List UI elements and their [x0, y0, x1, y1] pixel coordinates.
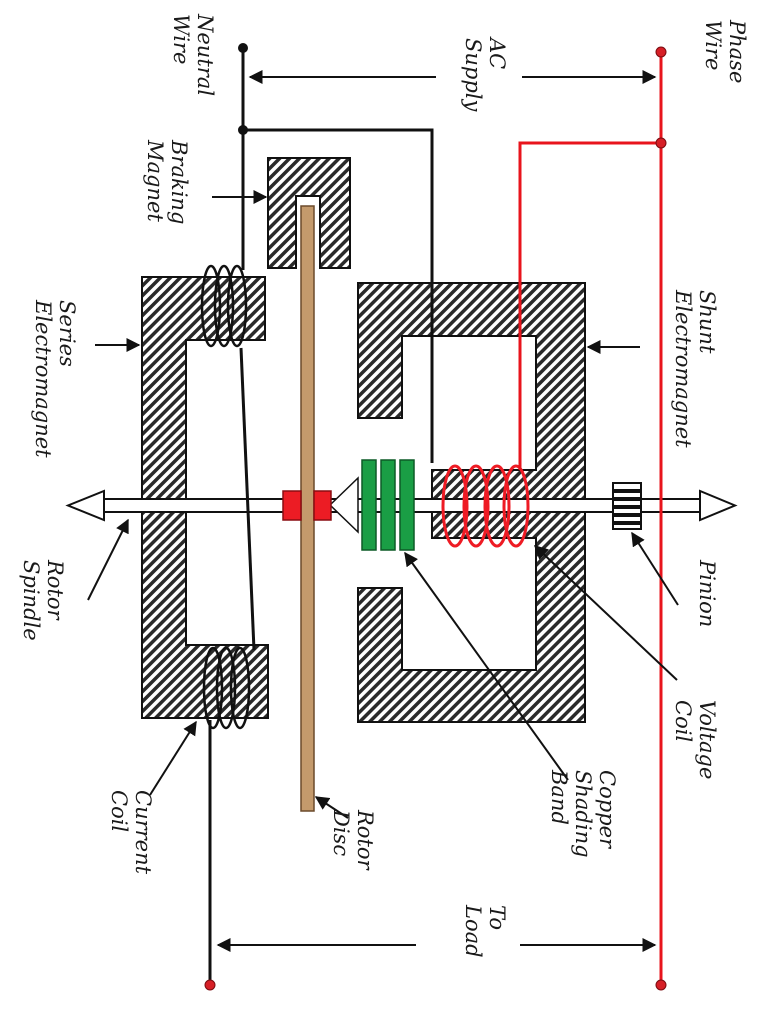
label-ac-supply: ACSupply: [461, 36, 509, 113]
terminals: [204, 43, 667, 991]
label-braking-magnet-text: BrakingMagnet: [143, 139, 191, 224]
label-current-coil-text: CurrentCoil: [107, 790, 155, 875]
label-neutral-wire: NeutralWire: [169, 13, 217, 96]
label-phase-wire: PhaseWire: [701, 19, 749, 83]
current-coil-top: [200, 264, 248, 348]
label-phase-wire-text: PhaseWire: [701, 19, 749, 83]
label-current-coil: CurrentCoil: [107, 790, 155, 875]
neutral-wire: [208, 48, 434, 985]
rotor-disc: [300, 205, 315, 812]
label-shunt-electromagnet-text: ShuntElectromagnet: [671, 289, 719, 448]
label-ac-supply-text: ACSupply: [461, 36, 509, 113]
label-copper-shading-band: CopperShadingBand: [547, 769, 619, 858]
label-rotor-spindle: RotorSpindle: [19, 559, 67, 641]
label-voltage-coil-text: VoltageCoil: [671, 700, 719, 779]
label-neutral-wire-text: NeutralWire: [169, 13, 217, 96]
series-electromagnet-core: [141, 276, 269, 719]
label-copper-shading-band-text: CopperShadingBand: [547, 769, 619, 858]
braking-magnet: [267, 157, 351, 269]
copper-shading-band: [361, 459, 415, 551]
label-series-electromagnet: SeriesElectromagnet: [31, 299, 79, 458]
label-shunt-electromagnet: ShuntElectromagnet: [671, 289, 719, 448]
label-to-load-text: ToLoad: [461, 904, 509, 958]
label-braking-magnet: BrakingMagnet: [143, 139, 191, 224]
current-coil-bottom: [202, 646, 251, 730]
phase-wire: [518, 52, 663, 985]
voltage-coil: [441, 464, 530, 548]
rotor-hub: [282, 490, 332, 521]
label-pinion-text: Pinion: [695, 559, 719, 627]
label-series-electromagnet-text: SeriesElectromagnet: [31, 299, 79, 458]
label-rotor-disc-text: RotorDisc: [329, 809, 377, 872]
label-rotor-disc: RotorDisc: [329, 809, 377, 872]
pinion: [612, 482, 642, 530]
spindle-tip: [328, 476, 359, 534]
label-voltage-coil: VoltageCoil: [671, 700, 719, 779]
label-pinion: Pinion: [695, 559, 719, 627]
pointer-arrows: [87, 70, 679, 952]
label-rotor-spindle-text: RotorSpindle: [19, 559, 67, 641]
label-to-load: ToLoad: [461, 904, 509, 958]
